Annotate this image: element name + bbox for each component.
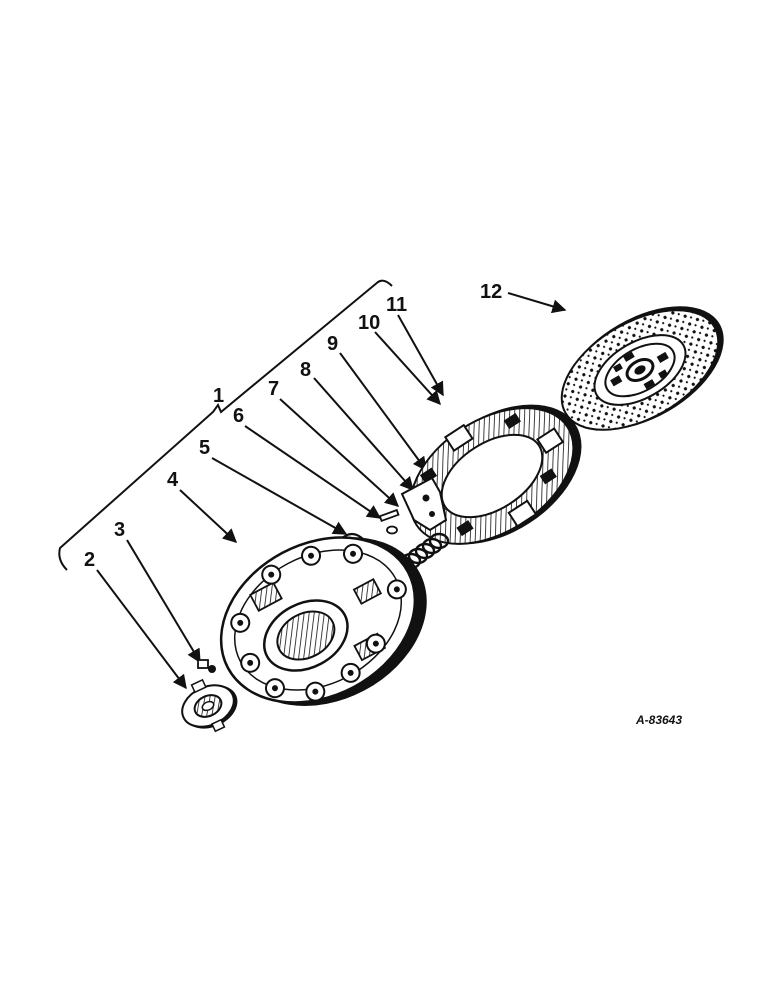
callout-1: 1 — [213, 385, 224, 407]
leader-3 — [126, 539, 201, 664]
callout-6: 6 — [233, 405, 244, 427]
leader-2 — [96, 569, 187, 690]
callout-2: 2 — [84, 549, 95, 571]
callout-10: 10 — [358, 312, 380, 334]
leader-8 — [313, 377, 414, 492]
leader-5 — [211, 457, 348, 535]
release-bearing — [181, 678, 238, 733]
callout-3: 3 — [114, 519, 125, 541]
leader-9 — [339, 352, 427, 472]
callout-5: 5 — [199, 437, 210, 459]
reference-code: A-83643 — [635, 713, 682, 727]
leader-7 — [279, 398, 400, 507]
leader-lines — [96, 292, 567, 690]
callout-9: 9 — [327, 333, 338, 355]
callout-labels: 1 2 3 4 5 6 7 8 9 10 11 12 — [84, 281, 502, 571]
assembly-bracket — [58, 279, 393, 571]
callout-4: 4 — [167, 469, 179, 491]
lever-pin — [378, 508, 400, 523]
leader-6 — [244, 425, 382, 519]
leader-10 — [374, 331, 441, 406]
clutch-cover — [219, 536, 427, 706]
leader-4 — [179, 489, 238, 543]
pin-washer — [386, 525, 398, 535]
lube-fitting — [197, 659, 216, 673]
clutch-disc — [560, 306, 724, 431]
leader-12 — [507, 292, 567, 314]
callout-8: 8 — [300, 359, 311, 381]
callout-7: 7 — [268, 378, 279, 400]
callout-11: 11 — [386, 294, 407, 316]
release-lever — [400, 476, 448, 532]
callout-12: 12 — [480, 281, 502, 303]
leader-11 — [397, 314, 444, 397]
